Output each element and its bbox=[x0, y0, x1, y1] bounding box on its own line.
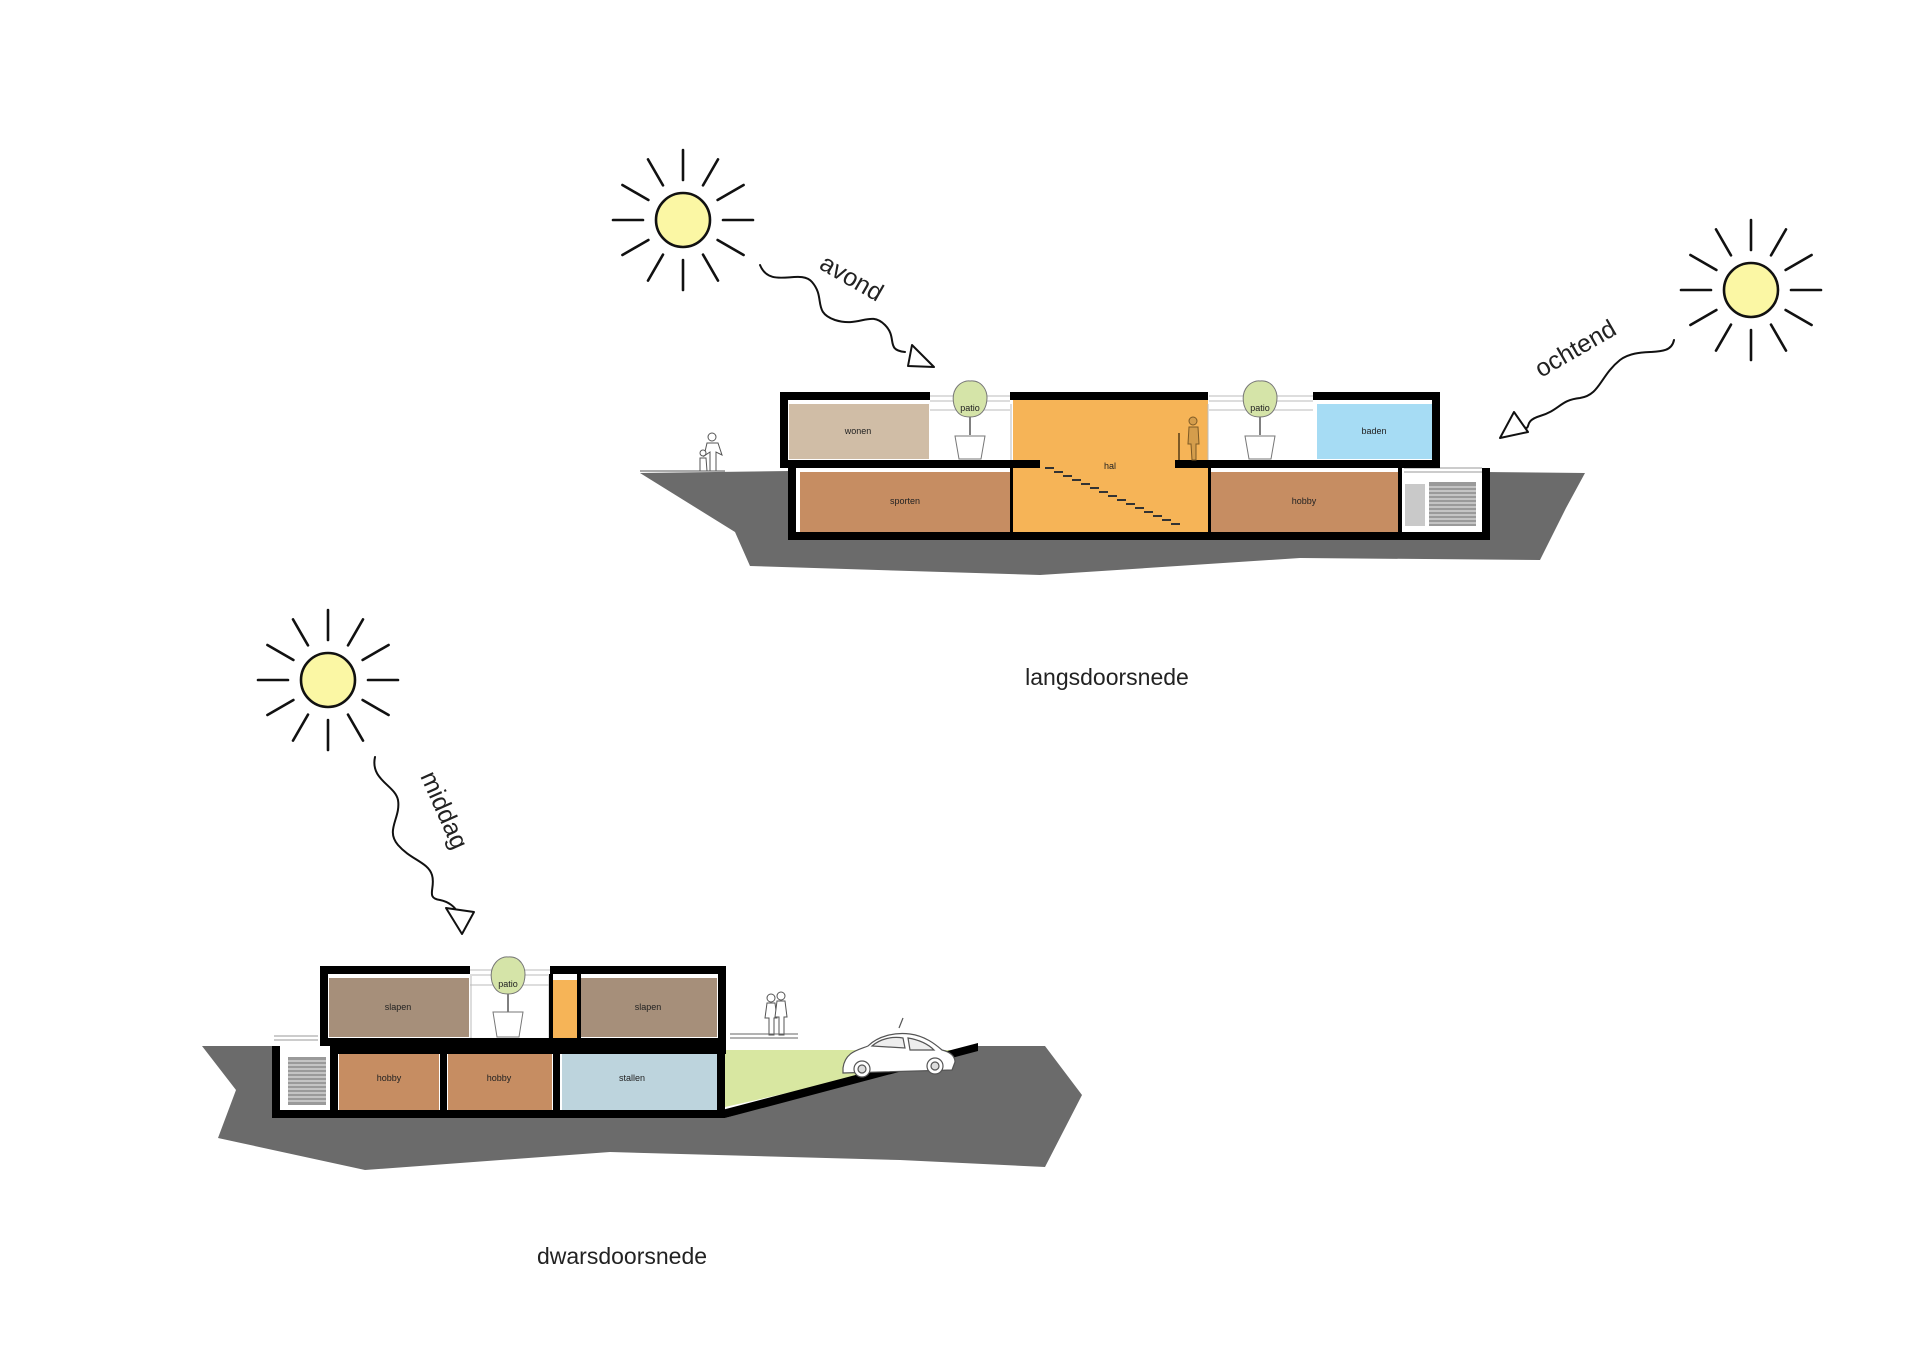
room-label-hobby: hobby bbox=[1292, 496, 1317, 506]
people-figures-outside bbox=[699, 432, 723, 472]
sun-ray bbox=[701, 253, 720, 282]
room-fill-wonen bbox=[789, 404, 929, 459]
longitudinal-section: wonen patio patio baden hal sporten hobb… bbox=[611, 148, 1823, 690]
room-fill-slapen-1 bbox=[329, 978, 469, 1037]
room-label-wonen: wonen bbox=[844, 426, 872, 436]
room-label-slapen-1: slapen bbox=[385, 1002, 412, 1012]
sun-ray bbox=[346, 713, 365, 742]
caption-langsdoorsnede: langsdoorsnede bbox=[1025, 664, 1189, 690]
person-figure-hal bbox=[1187, 416, 1200, 461]
room-label-hal: hal bbox=[1104, 461, 1116, 471]
sun-ray bbox=[1784, 253, 1813, 272]
sun-ray bbox=[646, 253, 665, 282]
sun-ray bbox=[1714, 228, 1733, 257]
room-fill-hobby-2 bbox=[448, 1053, 552, 1110]
car-icon bbox=[842, 1017, 956, 1078]
room-label-sporten: sporten bbox=[890, 496, 920, 506]
room-fill-hal-cross bbox=[552, 980, 577, 1038]
ground-mass-longitudinal bbox=[640, 471, 1585, 575]
stair-steps bbox=[1045, 467, 1180, 525]
room-label-patio-2: patio bbox=[1250, 403, 1270, 413]
vent-grille-longitudinal bbox=[1405, 482, 1476, 526]
room-fill-baden bbox=[1317, 404, 1432, 459]
room-label-patio-1: patio bbox=[960, 403, 980, 413]
sun-ray bbox=[621, 183, 650, 202]
room-fill-slapen-2 bbox=[580, 978, 717, 1037]
sun-ray bbox=[1769, 323, 1788, 352]
sun-label-evening: avond bbox=[815, 249, 888, 307]
room-fill-sporten bbox=[800, 472, 1010, 532]
wavy-arrow-evening bbox=[759, 264, 935, 368]
sun-ray bbox=[346, 618, 365, 647]
sun-ray bbox=[646, 158, 665, 187]
sun-ray bbox=[701, 158, 720, 187]
sun-ray bbox=[266, 643, 295, 662]
room-label-patio-cross: patio bbox=[498, 979, 518, 989]
sun-ray bbox=[1784, 308, 1813, 327]
room-fill-hobby bbox=[1210, 472, 1398, 532]
sun-ray bbox=[716, 183, 745, 202]
sun-ray bbox=[1689, 253, 1718, 272]
wavy-arrow-morning bbox=[1499, 339, 1675, 439]
people-figures-terrace bbox=[764, 991, 788, 1036]
sun-ray bbox=[361, 643, 390, 662]
vent-grille-cross bbox=[288, 1057, 326, 1105]
room-label-baden: baden bbox=[1361, 426, 1386, 436]
ground-mass-cross bbox=[202, 1046, 1082, 1170]
room-label-stallen: stallen bbox=[619, 1073, 645, 1083]
sun-ray bbox=[361, 698, 390, 717]
sun-ray bbox=[291, 618, 310, 647]
sun-icon-morning bbox=[1679, 218, 1823, 362]
handrail-hal bbox=[1178, 433, 1180, 460]
sun-ray bbox=[1769, 228, 1788, 257]
sun-icon-noon bbox=[256, 608, 400, 752]
sun-ray bbox=[1689, 308, 1718, 327]
room-label-hobby-2: hobby bbox=[487, 1073, 512, 1083]
tree-planter-patio-2 bbox=[1242, 380, 1278, 460]
tree-planter-patio-cross bbox=[490, 956, 526, 1038]
sun-ray bbox=[266, 698, 295, 717]
room-label-hobby-1: hobby bbox=[377, 1073, 402, 1083]
sun-ray bbox=[621, 238, 650, 257]
walls-longitudinal bbox=[780, 392, 1490, 540]
room-fill-stallen bbox=[562, 1053, 717, 1110]
cross-section: slapen patio slapen hobby hobby stallen … bbox=[202, 608, 1082, 1269]
sun-label-noon: middag bbox=[415, 767, 474, 853]
room-fill-hobby-1 bbox=[339, 1053, 439, 1110]
room-label-slapen-2: slapen bbox=[635, 1002, 662, 1012]
sun-ray bbox=[716, 238, 745, 257]
tree-planter-patio-1 bbox=[952, 380, 988, 460]
wavy-arrow-noon bbox=[373, 756, 475, 935]
sun-ray bbox=[291, 713, 310, 742]
sun-icon-evening bbox=[611, 148, 755, 292]
caption-dwarsdoorsnede: dwarsdoorsnede bbox=[537, 1243, 707, 1269]
sun-ray bbox=[1714, 323, 1733, 352]
